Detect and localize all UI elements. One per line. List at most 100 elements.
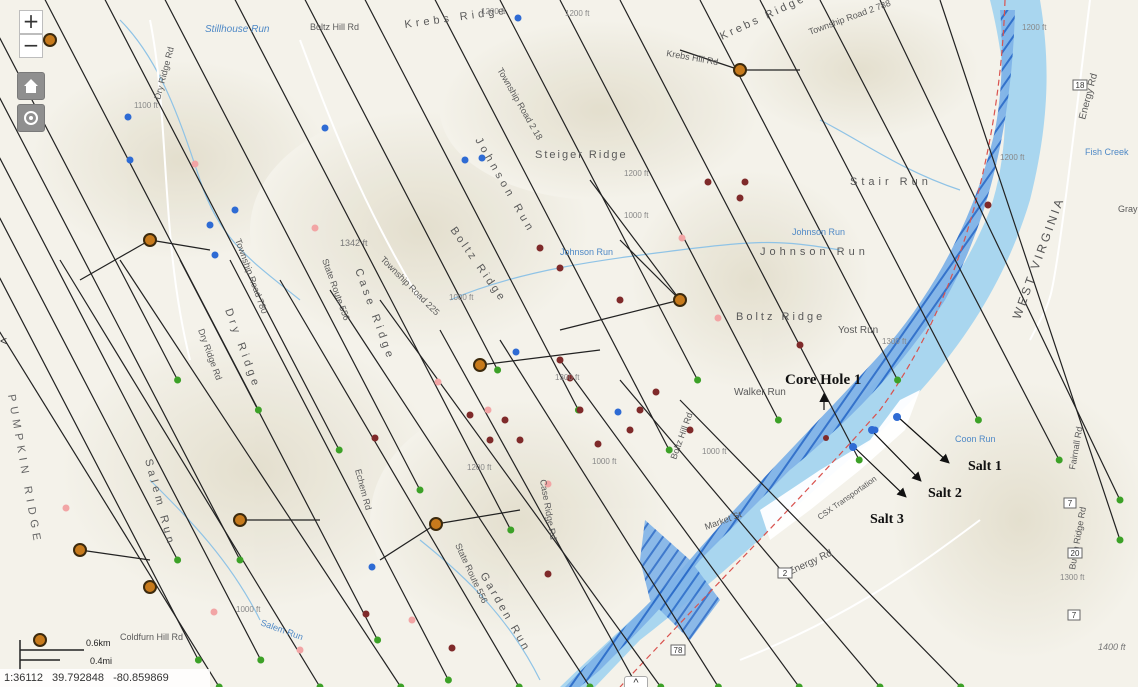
well-marker: [515, 683, 523, 687]
well-marker: [174, 376, 182, 384]
well-pads: [33, 33, 747, 647]
route-20: 20: [1071, 549, 1080, 558]
lateral-line: [0, 37, 179, 381]
well-marker: [397, 683, 405, 687]
minus-icon: −: [22, 33, 40, 57]
lateral-line: [79, 239, 151, 281]
well-marker: [486, 436, 494, 444]
lateral-line: [304, 0, 499, 371]
collapse-button[interactable]: ^: [624, 676, 648, 687]
well-marker: [215, 683, 223, 687]
well-marker: [714, 314, 722, 322]
well-marker: [855, 456, 863, 464]
lateral-line: [679, 399, 962, 687]
well-marker: [636, 406, 644, 414]
map-scale-readout: 1:36112: [4, 672, 43, 684]
lateral-line: [164, 0, 421, 491]
label-elev-1000-d: 1000 ft: [702, 447, 727, 456]
side-panel-toggle[interactable]: <: [0, 334, 8, 348]
zoom-in-button[interactable]: +: [19, 10, 43, 34]
lateral-line: [279, 279, 520, 687]
lateral-line: [364, 0, 579, 411]
well-marker: [686, 426, 694, 434]
well-marker: [741, 178, 749, 186]
well-marker: [374, 636, 382, 644]
label-elev-1000-b: 1000 ft: [592, 457, 617, 466]
lateral-line: [149, 239, 211, 251]
latitude-readout: 39.792848: [52, 672, 105, 684]
route-18: 18: [1076, 81, 1085, 90]
well-marker: [231, 206, 239, 214]
well-marker: [501, 416, 509, 424]
well-marker: [556, 264, 564, 272]
annotations: Core Hole 1 Salt 1 Salt 2 Salt 3: [785, 372, 1002, 527]
state-border: [619, 0, 1006, 687]
well-marker: [174, 556, 182, 564]
lateral-line: [229, 259, 449, 681]
well-points: [62, 14, 1124, 687]
lateral-line: [499, 339, 719, 687]
well-marker: [514, 14, 522, 22]
well-marker: [257, 656, 265, 664]
well-marker: [191, 160, 199, 168]
well-marker: [408, 616, 416, 624]
salt-3-arrow: [853, 446, 907, 498]
home-icon: [24, 79, 38, 93]
label-elev-1200-d: 1200 ft: [467, 463, 492, 472]
well-marker: [974, 416, 982, 424]
roads: [149, 0, 1091, 661]
well-marker: [957, 683, 965, 687]
label-stair-run: Stair Run: [850, 176, 932, 188]
label-fish-creek: Fish Creek: [1085, 147, 1129, 157]
scale-km: 0.6km: [86, 638, 111, 648]
well-marker: [795, 683, 803, 687]
well-marker: [210, 608, 218, 616]
zoom-out-button[interactable]: −: [19, 34, 43, 58]
label-johnson-run-b: Johnson Run: [560, 247, 613, 257]
well-marker: [736, 194, 744, 202]
lateral-line: [119, 259, 402, 687]
salt-2-marker: [868, 426, 876, 434]
scale-mi: 0.4mi: [90, 656, 112, 666]
home-button[interactable]: [17, 72, 45, 100]
label-elev-1200-b: 1200 ft: [565, 9, 590, 18]
well-marker: [296, 646, 304, 654]
well-marker: [335, 446, 343, 454]
salt-2-arrow: [871, 430, 922, 482]
well-marker: [544, 570, 552, 578]
salt-1-marker: [893, 413, 901, 421]
lateral-line: [619, 0, 860, 461]
route-7: 7: [1068, 499, 1073, 508]
lateral-line: [435, 509, 521, 525]
well-marker: [652, 388, 660, 396]
well-marker: [626, 426, 634, 434]
well-marker: [586, 683, 594, 687]
lateral-line: [559, 299, 681, 331]
label-walker-run: Walker Run: [734, 387, 786, 398]
well-marker: [371, 434, 379, 442]
lateral-line: [0, 97, 241, 561]
coordinate-readout: 1:36112 39.792848 -80.859869: [0, 669, 210, 687]
lateral-line: [699, 0, 899, 381]
well-marker: [544, 480, 552, 488]
label-elev-1200-f: 1200 ft: [624, 169, 649, 178]
well-marker: [62, 504, 70, 512]
lateral-line: [939, 0, 1121, 541]
locate-button[interactable]: [17, 104, 45, 132]
well-marker: [616, 296, 624, 304]
well-marker: [206, 221, 214, 229]
lateral-line: [589, 179, 681, 301]
well-marker: [566, 374, 574, 382]
well-marker: [774, 416, 782, 424]
label-yost-run: Yost Run: [838, 325, 878, 336]
label-elev-1000-c: 1000 ft: [624, 211, 649, 220]
lateral-line: [619, 379, 881, 687]
white-industrial-area: [760, 390, 920, 540]
well-marker: [536, 244, 544, 252]
well-marker: [126, 156, 134, 164]
well-marker: [254, 406, 262, 414]
well-marker: [507, 526, 515, 534]
core-hole-1-label: Core Hole 1: [785, 372, 861, 388]
